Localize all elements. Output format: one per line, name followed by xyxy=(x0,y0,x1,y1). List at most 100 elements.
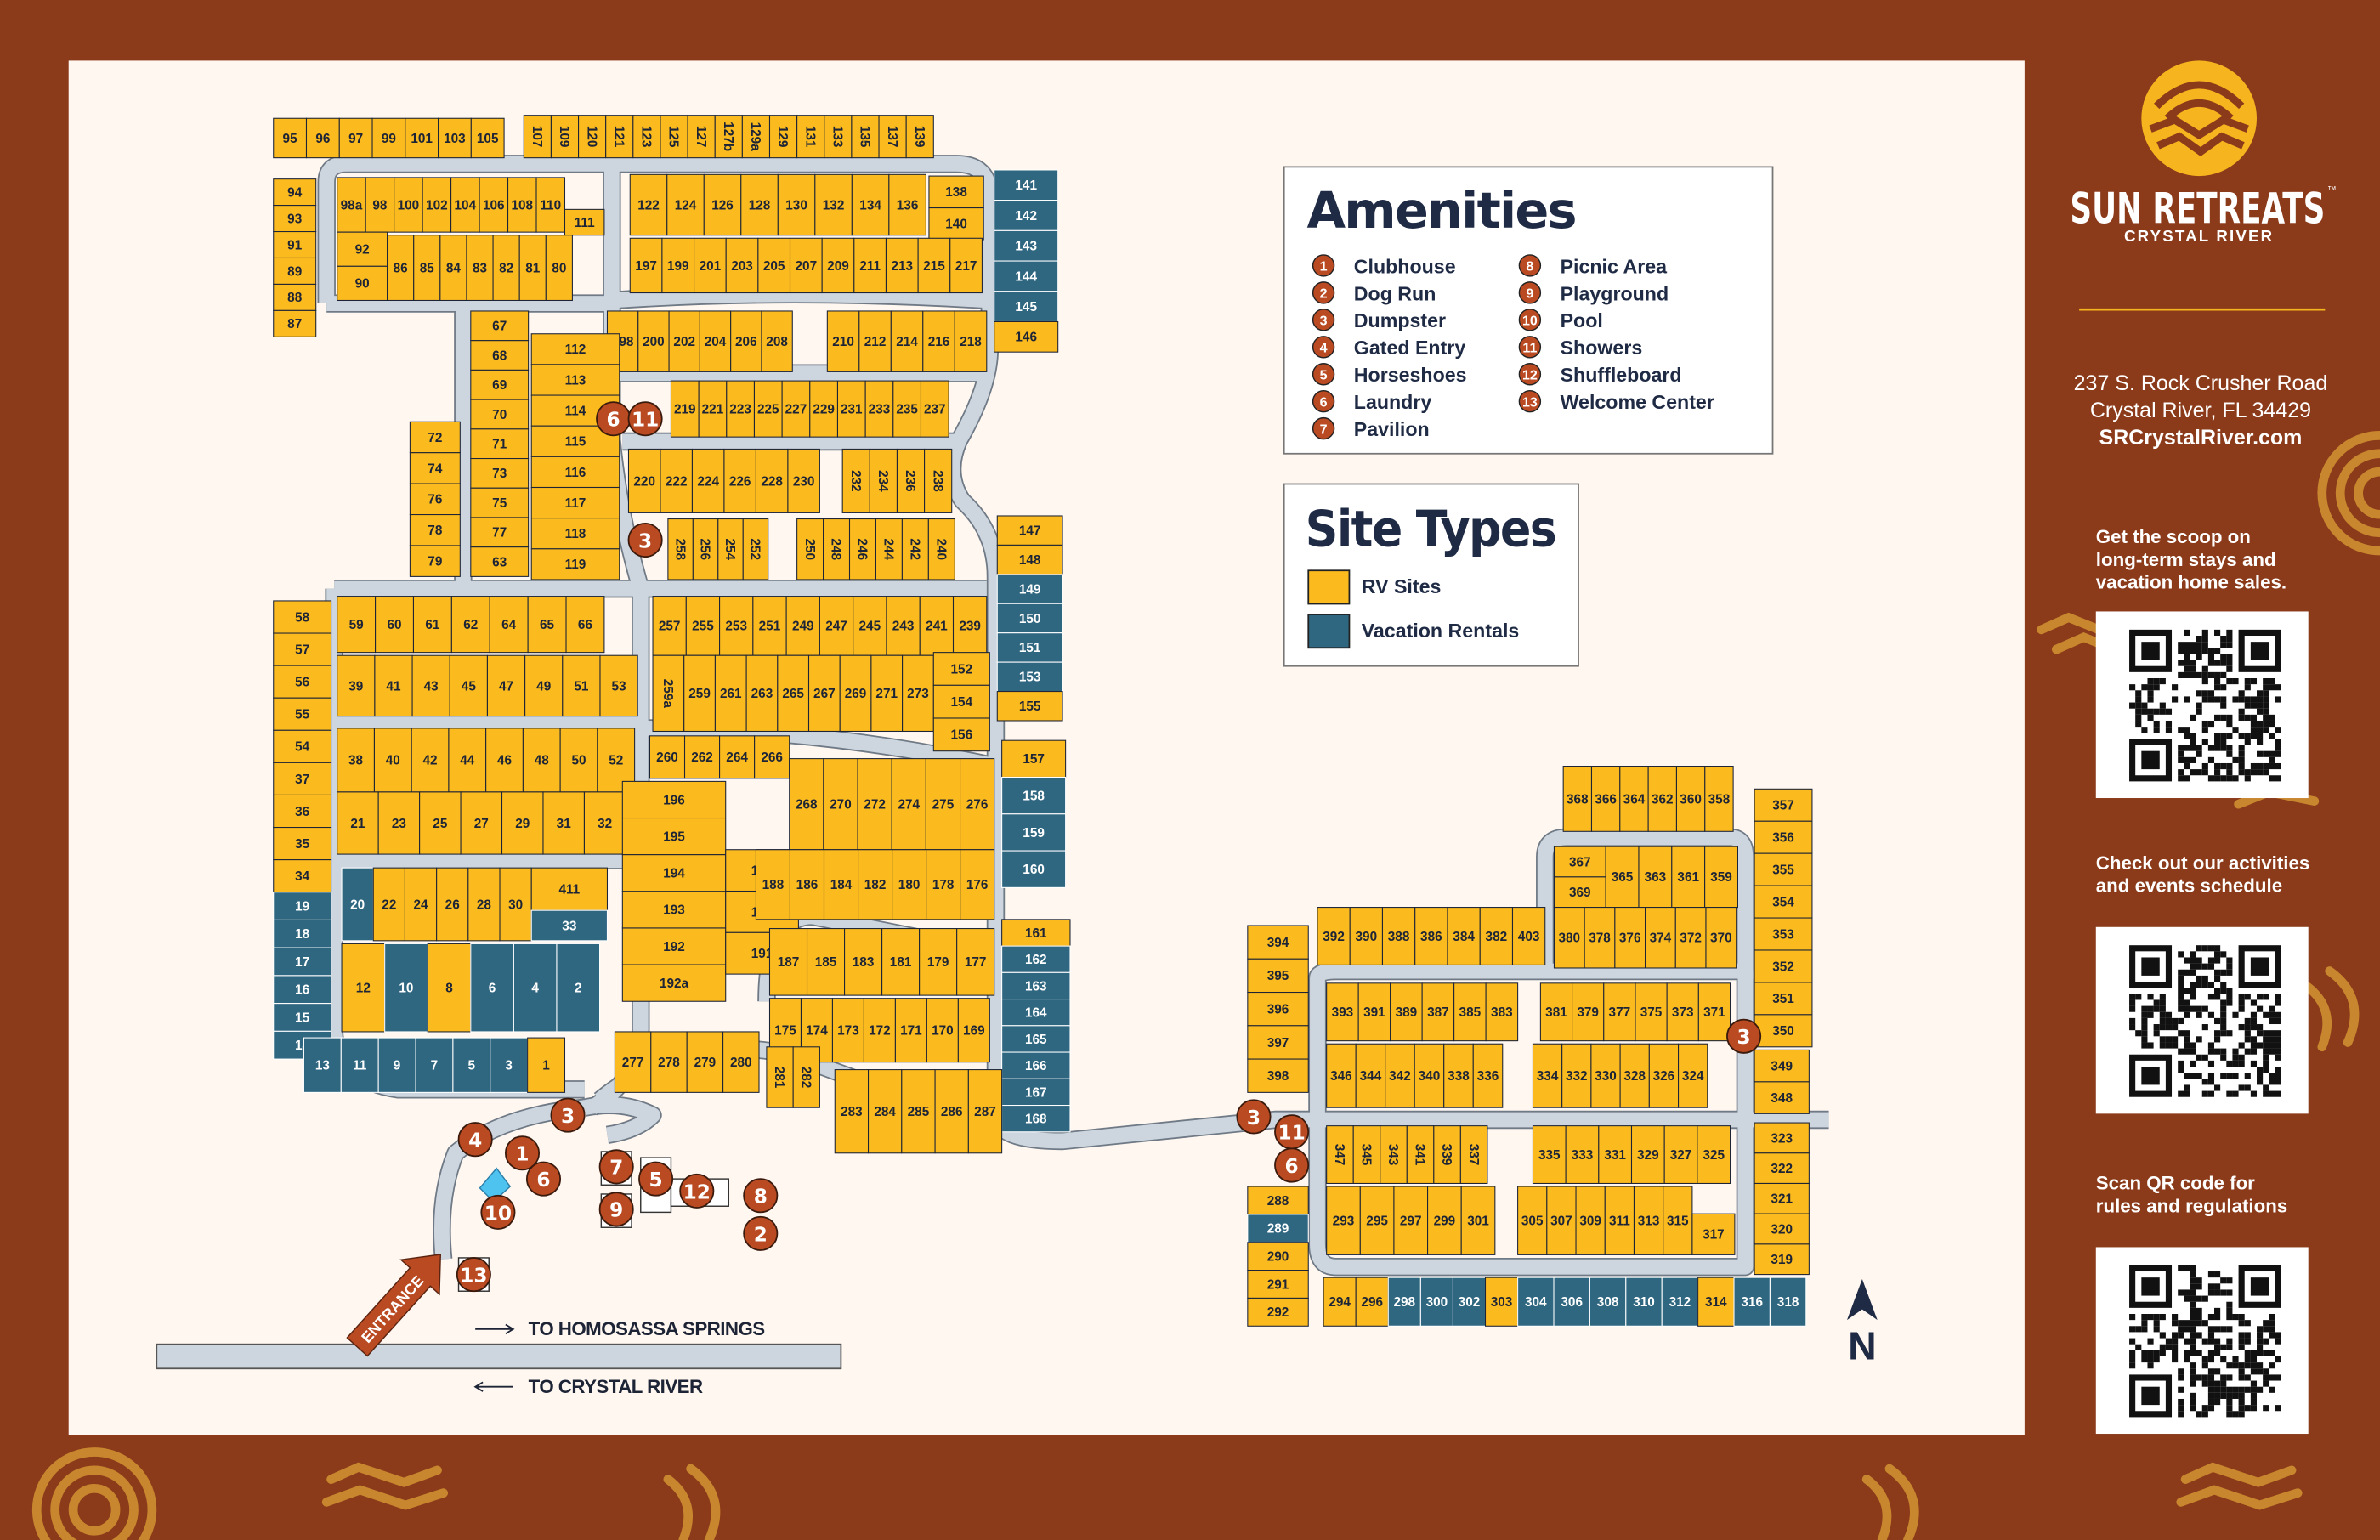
rv-site[interactable] xyxy=(337,177,366,233)
rv-site[interactable] xyxy=(928,175,984,209)
rv-site[interactable] xyxy=(273,794,332,829)
rv-site[interactable] xyxy=(754,735,790,779)
rv-site[interactable] xyxy=(730,310,762,372)
rv-site[interactable] xyxy=(741,115,771,159)
rv-site[interactable] xyxy=(436,867,469,942)
rv-site[interactable] xyxy=(1539,982,1573,1042)
rv-site[interactable] xyxy=(1326,1043,1357,1108)
rv-site[interactable] xyxy=(714,115,743,159)
rv-site[interactable] xyxy=(867,1069,903,1154)
rv-site[interactable] xyxy=(1349,907,1384,965)
rv-site[interactable] xyxy=(1754,885,1813,919)
vacation-rental-site[interactable] xyxy=(1387,1277,1421,1327)
rv-site[interactable] xyxy=(892,380,922,438)
rv-site[interactable] xyxy=(1553,846,1606,878)
vacation-rental-site[interactable] xyxy=(1625,1277,1663,1327)
rv-site[interactable] xyxy=(374,654,413,717)
rv-site[interactable] xyxy=(1645,907,1676,969)
rv-site[interactable] xyxy=(1323,1277,1357,1327)
amenity-marker[interactable]: 3 xyxy=(1236,1099,1272,1135)
rv-site[interactable] xyxy=(1317,907,1351,965)
vacation-rental-site[interactable] xyxy=(1001,850,1067,888)
rv-site[interactable] xyxy=(949,237,983,294)
rv-site[interactable] xyxy=(726,380,755,438)
rv-site[interactable] xyxy=(814,173,853,236)
rv-site[interactable] xyxy=(1705,907,1737,969)
rv-site[interactable] xyxy=(885,237,919,294)
rv-site[interactable] xyxy=(719,735,756,779)
rv-site[interactable] xyxy=(530,486,620,519)
rv-site[interactable] xyxy=(761,310,793,372)
vacation-rental-site[interactable] xyxy=(384,943,428,1033)
rv-site[interactable] xyxy=(717,518,744,580)
amenity-marker[interactable]: 1 xyxy=(504,1135,541,1171)
rv-site[interactable] xyxy=(1754,1243,1810,1276)
rv-site[interactable] xyxy=(536,177,566,233)
rv-site[interactable] xyxy=(1421,982,1455,1042)
rv-site[interactable] xyxy=(1633,1186,1664,1255)
rv-site[interactable] xyxy=(1754,852,1813,886)
rv-site[interactable] xyxy=(768,928,808,996)
rv-site[interactable] xyxy=(1697,982,1731,1042)
vacation-rental-site[interactable] xyxy=(1001,1025,1071,1053)
rv-site[interactable] xyxy=(377,791,421,855)
rv-site[interactable] xyxy=(668,310,700,372)
rv-site[interactable] xyxy=(412,596,452,654)
rv-site[interactable] xyxy=(1572,982,1605,1042)
rv-site[interactable] xyxy=(755,448,789,513)
website-link[interactable]: SRCrystalRiver.com xyxy=(2100,426,2303,450)
amenity-marker[interactable]: 11 xyxy=(627,401,663,437)
rv-site[interactable] xyxy=(649,735,686,779)
rv-site[interactable] xyxy=(1648,1043,1680,1108)
amenity-marker[interactable]: 3 xyxy=(550,1097,586,1133)
rv-site[interactable] xyxy=(1546,1186,1577,1255)
rv-site[interactable] xyxy=(564,208,605,236)
rv-site[interactable] xyxy=(337,728,375,793)
rv-site[interactable] xyxy=(924,448,953,513)
rv-site[interactable] xyxy=(470,517,530,548)
rv-site[interactable] xyxy=(273,859,332,893)
rv-site[interactable] xyxy=(565,596,605,654)
rv-site[interactable] xyxy=(723,448,756,513)
rv-site[interactable] xyxy=(1247,1242,1309,1271)
rv-site[interactable] xyxy=(994,320,1059,353)
rv-site[interactable] xyxy=(629,237,663,294)
rv-site[interactable] xyxy=(273,309,317,337)
rv-site[interactable] xyxy=(1553,876,1606,909)
rv-site[interactable] xyxy=(1678,1043,1708,1108)
rv-site[interactable] xyxy=(996,691,1063,722)
rv-site[interactable] xyxy=(470,369,530,400)
vacation-rental-site[interactable] xyxy=(1001,776,1067,815)
rv-site[interactable] xyxy=(1001,739,1067,778)
vacation-rental-site[interactable] xyxy=(994,200,1059,231)
vacation-rental-site[interactable] xyxy=(994,169,1059,201)
rv-site[interactable] xyxy=(896,448,926,513)
amenity-marker[interactable]: 8 xyxy=(743,1178,779,1214)
rv-site[interactable] xyxy=(523,115,552,159)
rv-site[interactable] xyxy=(652,654,685,733)
vacation-rental-site[interactable] xyxy=(556,943,601,1033)
amenity-marker[interactable]: 3 xyxy=(627,523,663,558)
rv-site[interactable] xyxy=(1590,1043,1621,1108)
rv-site[interactable] xyxy=(927,518,955,580)
rv-site[interactable] xyxy=(273,762,332,795)
rv-site[interactable] xyxy=(808,654,841,733)
rv-site[interactable] xyxy=(632,115,661,159)
rv-site[interactable] xyxy=(1692,1213,1736,1255)
rv-site[interactable] xyxy=(698,380,728,438)
amenity-marker[interactable]: 12 xyxy=(679,1173,715,1209)
rv-site[interactable] xyxy=(1674,907,1707,969)
rv-site[interactable] xyxy=(796,115,825,159)
road[interactable] xyxy=(434,1100,586,1260)
rv-site[interactable] xyxy=(851,115,880,159)
rv-site[interactable] xyxy=(1247,1186,1309,1215)
rv-site[interactable] xyxy=(1427,1186,1462,1255)
rv-site[interactable] xyxy=(792,1046,820,1108)
vacation-rental-site[interactable] xyxy=(1589,1277,1627,1327)
rv-site[interactable] xyxy=(752,596,787,656)
rv-site[interactable] xyxy=(699,310,732,372)
rv-site[interactable] xyxy=(1326,1186,1361,1255)
rv-site[interactable] xyxy=(650,1031,688,1093)
rv-site[interactable] xyxy=(562,654,601,717)
rv-site[interactable] xyxy=(836,380,866,438)
